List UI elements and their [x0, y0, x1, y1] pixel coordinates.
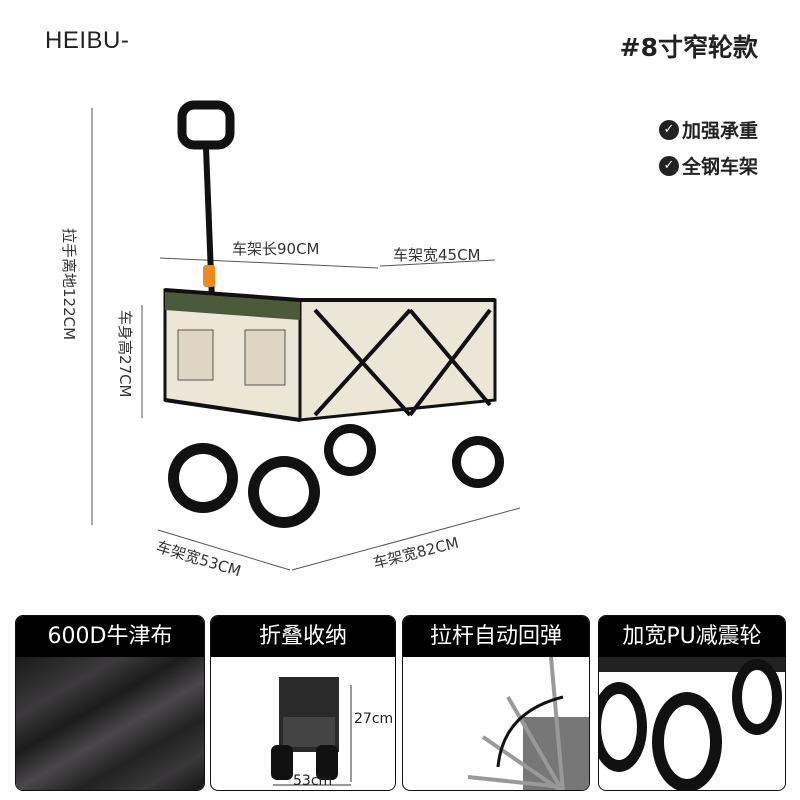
dim-handle-height: 拉手离地122CM [60, 228, 78, 341]
folded-height: 27cm [354, 711, 394, 727]
check-circle-icon: ✓ [658, 119, 679, 140]
wagon-frame [163, 100, 497, 422]
feature-label: 全钢车架 [681, 156, 758, 178]
feature-item: ✓加强承重 [658, 116, 758, 143]
feature-item: ✓全钢车架 [658, 152, 758, 179]
model-title: #8寸窄轮款 [619, 33, 758, 62]
feature-label: 加强承重 [681, 120, 758, 142]
fabric-image [16, 657, 204, 790]
panel-title: 拉杆自动回弹 [403, 616, 589, 657]
handle-rebound-image [403, 656, 589, 790]
folded-width: 53cm [293, 773, 333, 789]
folded-wagon-image: 27cm 53cm [211, 657, 395, 790]
check-circle-icon: ✓ [658, 155, 679, 176]
panel-title: 600D牛津布 [16, 616, 204, 657]
feature-panel-folding: 折叠收纳 27cm 53cm [210, 615, 396, 791]
brand-logo: HEIBU- [45, 27, 130, 54]
dim-body-height: 车身高27CM [116, 310, 134, 398]
feature-panel-wheels: 加宽PU减震轮 [598, 615, 786, 791]
dim-frame-length: 车架长90CM [232, 240, 320, 258]
panel-title: 加宽PU减震轮 [599, 616, 785, 657]
wheels [168, 424, 504, 528]
dim-frame-width-top: 车架宽45CM [393, 246, 481, 264]
dimension-lines [91, 108, 521, 571]
panel-title: 折叠收纳 [211, 616, 395, 657]
feature-panel-fabric: 600D牛津布 [15, 615, 205, 791]
wagon-illustration [91, 100, 521, 571]
wheels-image [599, 657, 785, 790]
feature-panel-handle: 拉杆自动回弹 [402, 615, 590, 791]
